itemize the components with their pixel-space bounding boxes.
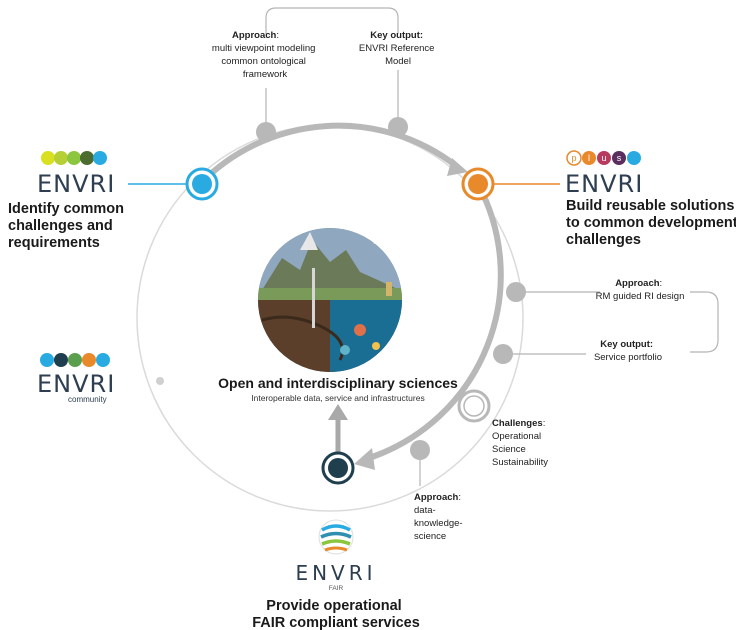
arc-arrowhead-navy <box>354 448 375 470</box>
envri-plus-headline-line-3: challenges <box>566 232 641 248</box>
envri-headline: Identify common challenges and requireme… <box>8 201 128 251</box>
right-approach-colon: : <box>660 278 663 289</box>
node-challenges-inner <box>463 395 485 417</box>
bottom-approach-line-2: knowledge- <box>414 518 463 529</box>
right-approach-heading: Approach: <box>615 278 662 289</box>
community-dot-5 <box>96 353 110 367</box>
envri-fair-headline-line-2: FAIR compliant services <box>252 615 420 630</box>
node-top-approach <box>256 122 276 142</box>
node-community <box>156 377 164 385</box>
challenges-heading: Challenges: <box>492 418 545 429</box>
envri-community-sub: community <box>68 395 107 404</box>
bottom-approach-heading: Approach: <box>414 492 461 503</box>
right-approach: Approach: RM guided RI design <box>596 278 685 302</box>
bottom-approach: Approach: data- knowledge- science <box>414 492 465 542</box>
top-output: Key output: ENVRI Reference Model <box>359 30 437 67</box>
challenges-colon: : <box>543 418 546 429</box>
envri-plus-dot-5 <box>627 151 641 165</box>
bottom-approach-label: Approach <box>414 492 459 503</box>
center-title: Open and interdisciplinary sciences <box>218 375 458 391</box>
envri-plus-letter-s: s <box>617 153 622 163</box>
envri-logo-dot-1 <box>41 151 55 165</box>
challenges: Challenges: Operational Science Sustaina… <box>492 418 548 468</box>
envri-plus-dot-4 <box>612 151 626 165</box>
bottom-approach-colon: : <box>458 492 461 503</box>
envri-plus-headline: Build reusable solutions to common devel… <box>566 198 736 248</box>
node-envri-plus-fill <box>468 174 488 194</box>
fair-wave-blue <box>321 524 351 532</box>
envri-plus-letter-p: p <box>571 153 576 163</box>
challenges-label: Challenges <box>492 418 543 429</box>
community-dot-4 <box>82 353 96 367</box>
top-output-line-1: ENVRI Reference <box>359 43 435 54</box>
envri-fair-logo-text: ENVRI <box>295 561 376 585</box>
node-bottom-approach <box>410 440 430 460</box>
envri-plus-headline-line-1: Build reusable solutions <box>566 198 734 214</box>
envri-headline-line-1: Identify common <box>8 201 124 217</box>
arrow-up-head <box>328 404 348 420</box>
top-approach-line-2: common ontological <box>221 56 306 67</box>
node-right-approach <box>506 282 526 302</box>
envri-plus-dot-3 <box>597 151 611 165</box>
challenges-line-3: Sustainability <box>492 457 548 468</box>
node-envri-fill <box>192 174 212 194</box>
node-top-output <box>388 117 408 137</box>
center-subtitle: Interoperable data, service and infrastr… <box>251 393 424 403</box>
envri-plus-logo: p l u s ENVRI <box>565 150 643 198</box>
community-dot-2 <box>54 353 68 367</box>
top-approach-colon: : <box>276 30 279 41</box>
challenges-line-2: Science <box>492 444 526 455</box>
community-dot-3 <box>68 353 82 367</box>
envri-community-logo-text: ENVRI <box>37 370 115 398</box>
envri-logo-dot-2 <box>54 151 68 165</box>
top-output-label: Key output: <box>370 30 423 41</box>
top-approach-lines: multi viewpoint modeling common ontologi… <box>212 43 318 80</box>
node-envri-fair-fill <box>328 458 348 478</box>
envri-logo: ENVRI <box>37 151 115 198</box>
fair-wave-teal <box>320 531 352 539</box>
right-output-label: Key output: <box>600 339 653 350</box>
top-approach-line-1: multi viewpoint modeling <box>212 43 316 54</box>
envri-logo-dot-5 <box>93 151 107 165</box>
envri-headline-line-3: requirements <box>8 235 100 251</box>
community-dot-1 <box>40 353 54 367</box>
envri-logo-text: ENVRI <box>37 170 115 198</box>
envri-community-logo: ENVRI community <box>37 353 115 404</box>
envri-plus-letter-u: u <box>601 153 606 163</box>
envri-plus-headline-line-2: to common development <box>566 215 736 231</box>
envri-fair-headline: Provide operational FAIR compliant servi… <box>252 598 420 630</box>
right-output: Key output: Service portfolio <box>594 339 662 363</box>
fair-wave-green <box>321 539 351 546</box>
arc-orange-to-navy <box>370 182 504 460</box>
envri-plus-logo-text: ENVRI <box>565 170 643 198</box>
top-approach: Approach: <box>232 30 279 41</box>
node-right-output <box>493 344 513 364</box>
fair-wave-orange <box>324 546 348 552</box>
top-approach-line-3: framework <box>243 69 288 80</box>
envri-logo-dot-4 <box>80 151 94 165</box>
top-output-line-2: Model <box>385 56 411 67</box>
bottom-approach-line-1: data- <box>414 505 436 516</box>
arc-arrowhead-orange <box>447 158 468 176</box>
right-approach-text: RM guided RI design <box>596 291 685 302</box>
envri-fair-sub: FAIR <box>329 585 344 592</box>
envri-fair-logo: ENVRI FAIR <box>295 519 376 592</box>
bottom-approach-line-3: science <box>414 531 446 542</box>
top-bracket <box>265 7 399 34</box>
envri-plus-dot-1 <box>566 150 582 166</box>
top-approach-label: Approach <box>232 30 277 41</box>
center-scene-image <box>258 228 402 372</box>
envri-plus-letter-l: l <box>588 153 590 163</box>
right-approach-label: Approach <box>615 278 660 289</box>
right-bracket <box>690 291 719 353</box>
envri-logo-dot-3 <box>67 151 81 165</box>
arc-blue-to-orange <box>197 122 457 187</box>
envri-headline-line-2: challenges and <box>8 218 113 234</box>
envri-fair-headline-line-1: Provide operational <box>266 598 401 614</box>
challenges-line-1: Operational <box>492 431 541 442</box>
right-output-text: Service portfolio <box>594 352 662 363</box>
envri-plus-dot-2 <box>582 151 596 165</box>
